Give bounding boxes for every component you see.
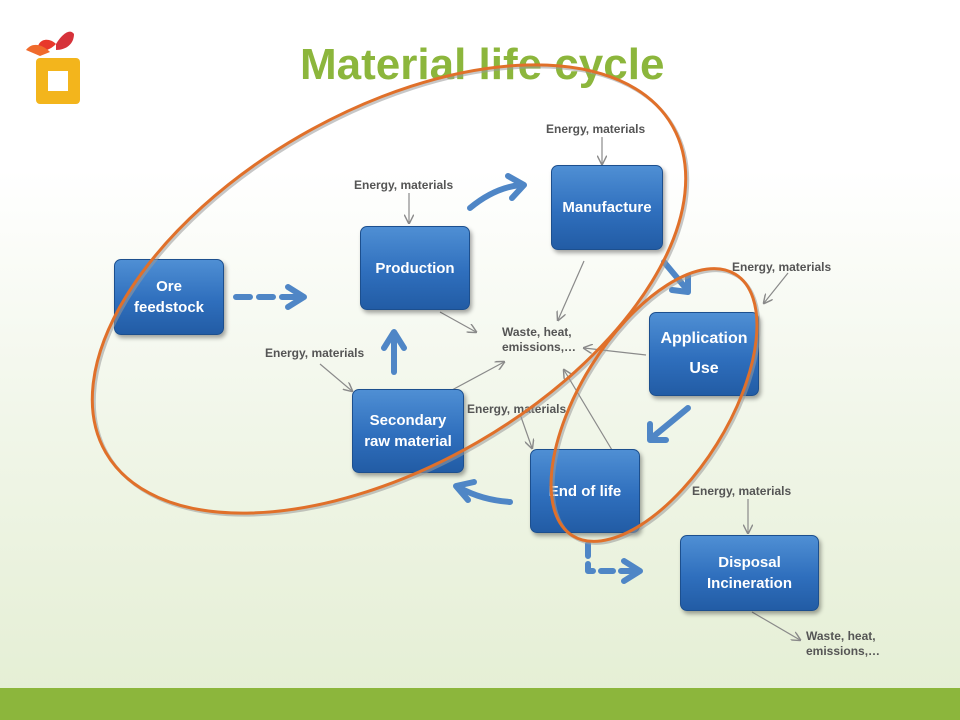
node-production-label: Production xyxy=(375,259,455,277)
label-energy-disposal: Energy, materials xyxy=(692,484,792,498)
node-application-line2: Use xyxy=(689,360,719,377)
label-energy-production: Energy, materials xyxy=(354,178,454,192)
node-manufacture-label: Manufacture xyxy=(562,199,652,216)
line-disposal-waste xyxy=(751,611,800,640)
arrow-manufacture-to-application xyxy=(661,259,687,289)
node-secondary-line1: Secondary xyxy=(369,412,447,429)
node-secondary-raw-material: Secondary raw material xyxy=(352,389,464,473)
label-energy-end-of-life: Energy, materials xyxy=(467,402,567,416)
node-end-of-life-label: End of life xyxy=(548,482,622,500)
node-application-line1: Application xyxy=(660,330,748,347)
node-end-of-life: End of life xyxy=(530,449,640,533)
node-ore-line2: feedstock xyxy=(133,299,205,316)
line-production-waste xyxy=(439,311,476,332)
arrow-end-of-life-to-disposal-head xyxy=(621,558,643,584)
label-energy-secondary: Energy, materials xyxy=(265,346,365,360)
footer-bar xyxy=(0,688,960,720)
node-disposal-incineration: Disposal Incineration xyxy=(680,535,819,611)
label-waste-disposal: Waste, heat, emissions,… xyxy=(806,629,881,658)
line-energy-secondary xyxy=(319,363,352,391)
label-energy-application: Energy, materials xyxy=(732,260,832,274)
line-secondary-waste xyxy=(451,362,504,391)
line-application-waste xyxy=(584,348,647,356)
node-disposal-line1: Disposal xyxy=(718,554,781,571)
label-waste-center: Waste, heat, emissions,… xyxy=(502,325,577,354)
node-production: Production xyxy=(360,226,470,310)
arrow-application-to-end-of-life xyxy=(651,405,691,439)
line-end-of-life-waste xyxy=(564,370,613,451)
node-ore-line1: Ore xyxy=(156,278,182,295)
node-application-use: Application Use xyxy=(649,312,759,396)
brand-logo-icon xyxy=(26,31,80,104)
label-energy-manufacture: Energy, materials xyxy=(546,122,646,136)
node-ore-feedstock: Ore feedstock xyxy=(114,259,224,335)
line-manufacture-waste xyxy=(558,260,585,320)
line-energy-application xyxy=(764,272,789,303)
line-energy-end-of-life xyxy=(519,413,532,448)
node-disposal-line2: Incineration xyxy=(706,575,792,592)
arrow-end-of-life-to-disposal xyxy=(585,541,639,574)
node-manufacture: Manufacture xyxy=(551,165,663,250)
node-secondary-line2: raw material xyxy=(364,433,452,450)
